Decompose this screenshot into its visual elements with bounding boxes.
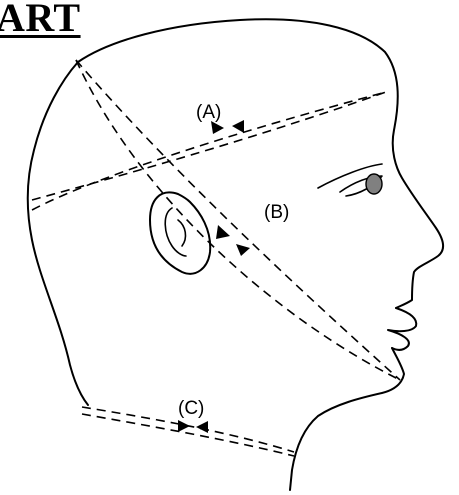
- chin-and-jaw: [290, 348, 404, 490]
- arrowhead-icon: [196, 421, 208, 433]
- label-b: (B): [264, 202, 289, 223]
- label-a: (A): [196, 102, 221, 123]
- arrowhead-icon: [236, 244, 250, 256]
- eye-icon: [318, 164, 382, 196]
- arrowhead-icon: [232, 120, 244, 133]
- lips: [388, 308, 416, 350]
- measurement-line-b-2: [76, 60, 400, 380]
- ear-icon: [150, 192, 210, 273]
- measurement-line-c-bottom: [82, 414, 294, 456]
- label-c: (C): [178, 398, 204, 419]
- arrowhead-icon: [178, 420, 190, 432]
- measurement-line-b-1: [76, 60, 400, 380]
- arrowhead-icon: [216, 225, 230, 239]
